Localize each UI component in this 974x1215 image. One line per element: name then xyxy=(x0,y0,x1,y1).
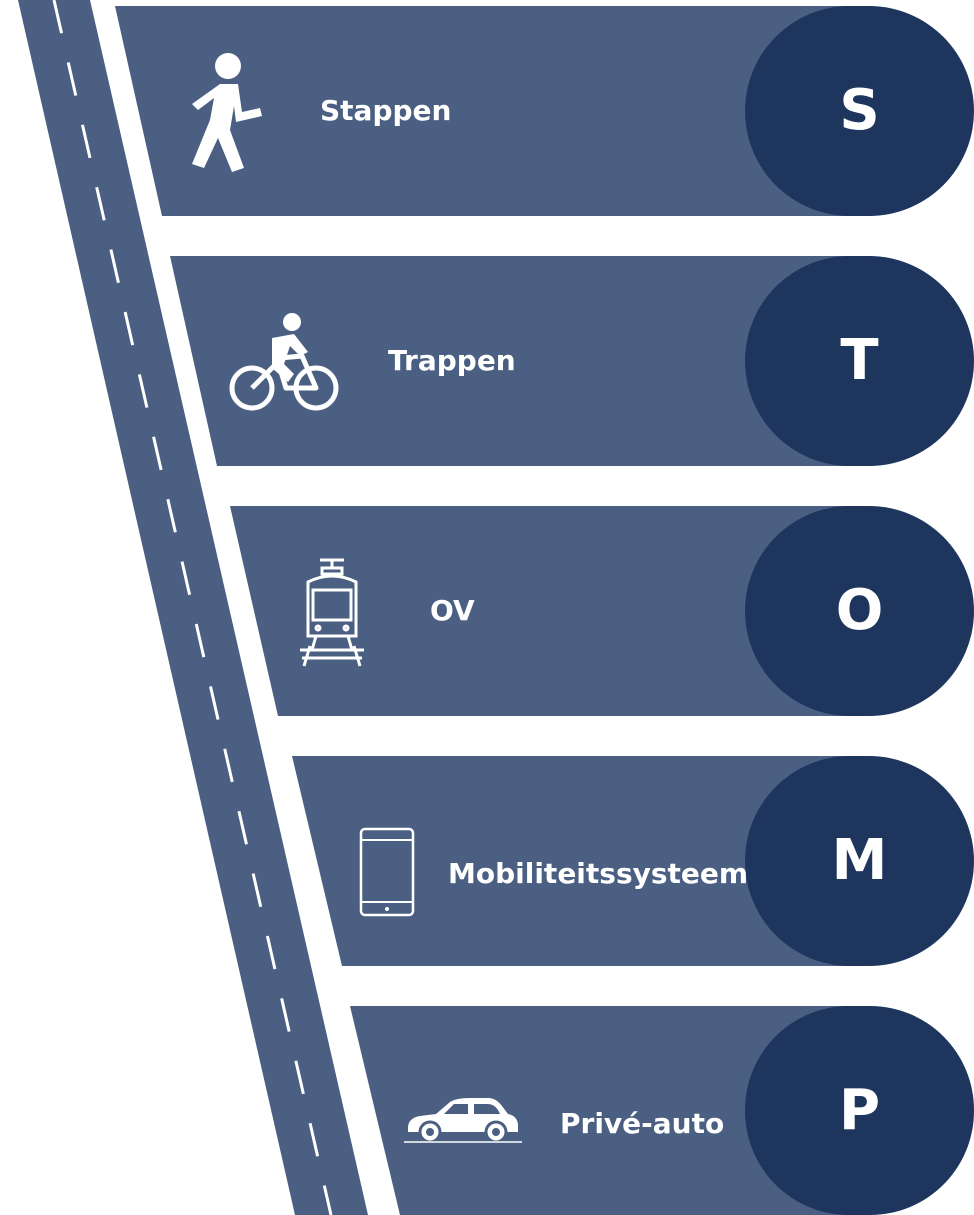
tier-label: Privé-auto xyxy=(560,1107,725,1140)
tier-band xyxy=(292,756,974,966)
car-icon xyxy=(404,1098,522,1144)
cyclist-icon xyxy=(229,313,339,411)
tier-ov: OV O xyxy=(0,506,974,716)
tier-label: Trappen xyxy=(388,344,516,377)
tier-band xyxy=(350,1006,974,1215)
road-center-dashes xyxy=(52,0,333,1215)
walking-person-icon xyxy=(192,53,262,172)
tier-label: Stappen xyxy=(320,94,452,127)
tier-mobiliteitssysteem: Mobiliteitssysteem M xyxy=(0,756,974,966)
tier-band xyxy=(230,506,974,716)
tier-stappen: Stappen S xyxy=(0,6,974,216)
tier-label: OV xyxy=(430,594,475,627)
tier-label: Mobiliteitssysteem xyxy=(448,857,749,890)
tier-letter: O xyxy=(835,578,884,643)
smartphone-icon xyxy=(359,827,415,917)
tier-letter: P xyxy=(838,1078,881,1143)
tram-icon xyxy=(300,558,364,667)
tier-letter: T xyxy=(840,328,879,393)
tier-letter: M xyxy=(831,828,888,893)
tier-letter: S xyxy=(839,78,880,143)
tier-trappen: Trappen T xyxy=(0,256,974,466)
tier-band xyxy=(170,256,974,466)
tier-prive-auto: Privé-auto P xyxy=(0,1006,974,1215)
tier-band xyxy=(115,6,974,216)
road-surface xyxy=(18,0,368,1215)
